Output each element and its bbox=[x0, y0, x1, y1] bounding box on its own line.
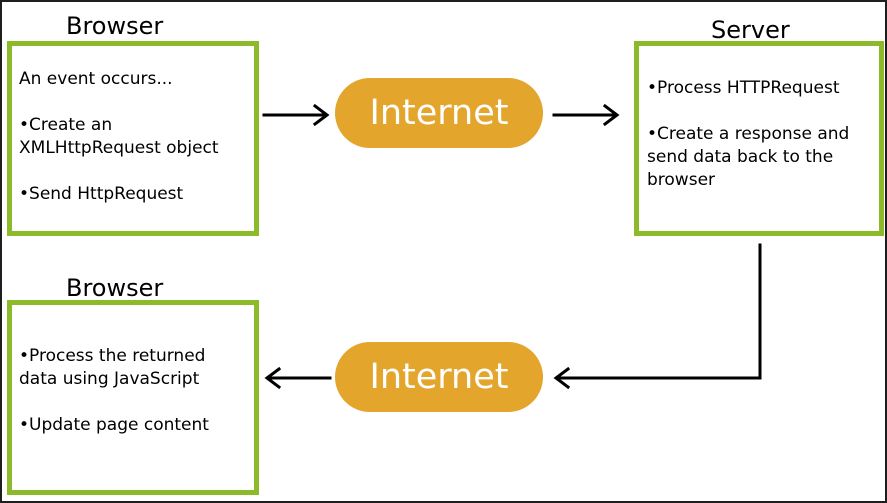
browser-step-update-page: •Update page content bbox=[19, 415, 209, 435]
browser-request-box: An event occurs... •Create an XMLHttpReq… bbox=[7, 41, 259, 236]
arrow-right-icon bbox=[552, 103, 620, 127]
server-step-respond: •Create a response and send data back to… bbox=[647, 124, 850, 190]
server-step-process: •Process HTTPRequest bbox=[647, 78, 840, 98]
browser-step-process-data: •Process the returned data using JavaScr… bbox=[19, 346, 206, 389]
browser-top-title: Browser bbox=[66, 12, 164, 40]
browser-step-event: An event occurs... bbox=[19, 69, 173, 89]
elbow-connector bbox=[553, 243, 762, 390]
arrow-left-icon bbox=[264, 366, 332, 390]
browser-response-box: •Process the returned data using JavaScr… bbox=[7, 300, 259, 495]
internet-top-node: Internet bbox=[335, 78, 543, 148]
browser-step-send: •Send HttpRequest bbox=[19, 184, 184, 204]
browser-step-create-xhr: •Create an XMLHttpRequest object bbox=[19, 115, 219, 158]
browser-bottom-title: Browser bbox=[66, 274, 164, 302]
server-title: Server bbox=[711, 16, 790, 44]
internet-bottom-label: Internet bbox=[369, 357, 509, 397]
internet-bottom-node: Internet bbox=[335, 342, 543, 412]
server-box: •Process HTTPRequest •Create a response … bbox=[634, 41, 884, 236]
arrow-right-icon bbox=[262, 103, 330, 127]
internet-top-label: Internet bbox=[369, 93, 509, 133]
